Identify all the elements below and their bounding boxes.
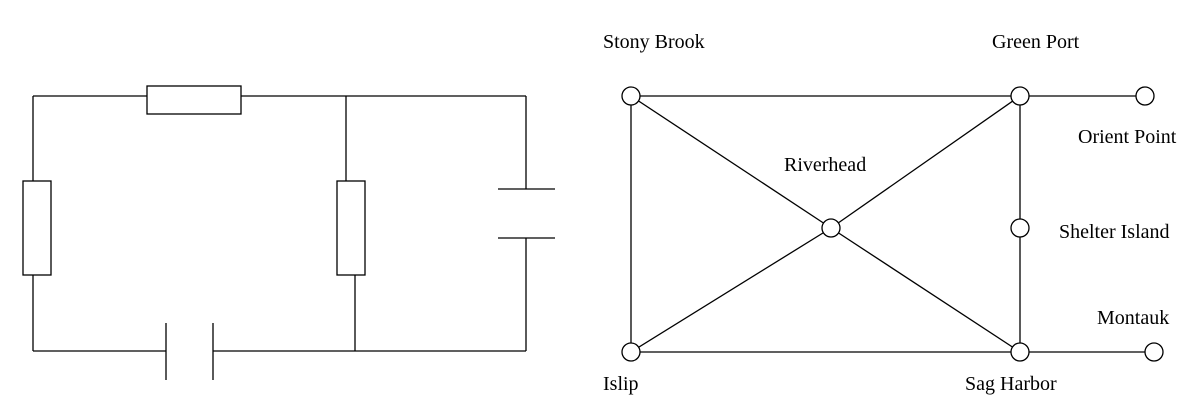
edge-islip-riverhead bbox=[630, 227, 832, 353]
resistor-top bbox=[146, 85, 242, 115]
node-label-shelter-island: Shelter Island bbox=[1059, 221, 1170, 243]
edge-stony-brook-riverhead bbox=[630, 95, 832, 229]
node-montauk bbox=[1144, 342, 1164, 362]
capacitor-right bbox=[498, 188, 555, 239]
graph-edges bbox=[630, 95, 1154, 353]
node-label-montauk: Montauk bbox=[1097, 307, 1169, 329]
graph-diagram: Stony Brook Green Port Orient Point Rive… bbox=[603, 31, 1177, 395]
node-islip bbox=[621, 342, 641, 362]
resistor-middle bbox=[336, 180, 366, 276]
node-stony-brook bbox=[621, 86, 641, 106]
edge-riverhead-sag-harbor bbox=[830, 227, 1021, 353]
graph-nodes bbox=[621, 86, 1164, 362]
node-label-orient-point: Orient Point bbox=[1078, 126, 1177, 148]
capacitor-bottom bbox=[165, 323, 214, 380]
node-shelter-island bbox=[1010, 218, 1030, 238]
node-label-riverhead: Riverhead bbox=[784, 154, 866, 176]
circuit-diagram bbox=[22, 85, 555, 380]
node-label-islip: Islip bbox=[603, 373, 639, 395]
edge-riverhead-green-port bbox=[830, 95, 1021, 229]
resistor-left bbox=[22, 180, 52, 276]
node-sag-harbor bbox=[1010, 342, 1030, 362]
node-green-port bbox=[1010, 86, 1030, 106]
node-orient-point bbox=[1135, 86, 1155, 106]
circuit-wires bbox=[32, 95, 527, 352]
node-label-green-port: Green Port bbox=[992, 31, 1080, 53]
node-label-stony-brook: Stony Brook bbox=[603, 31, 705, 53]
node-riverhead bbox=[821, 218, 841, 238]
node-label-sag-harbor: Sag Harbor bbox=[965, 373, 1057, 395]
graph-labels: Stony Brook Green Port Orient Point Rive… bbox=[603, 31, 1177, 395]
